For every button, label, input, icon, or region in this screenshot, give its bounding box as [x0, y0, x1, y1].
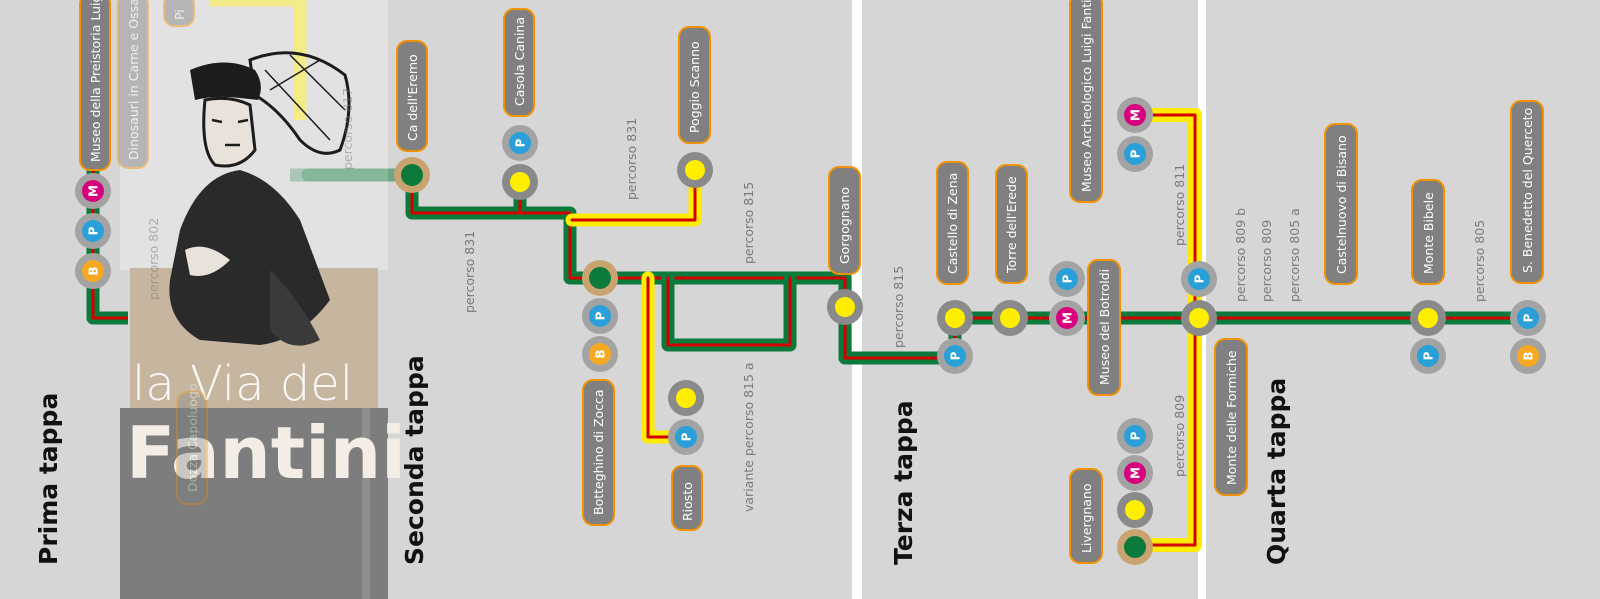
- station-poggio-scanno[interactable]: [677, 152, 713, 188]
- place-label-dinosauri[interactable]: Dinosauri in Carne e Ossa: [117, 0, 149, 169]
- station-ca-eremo[interactable]: [394, 157, 430, 193]
- parking-icon: [937, 338, 973, 374]
- route-label: variante percorso 815 a: [741, 362, 756, 512]
- place-label-castelnuovo-bisano[interactable]: Castelnuovo di Bisano: [1324, 123, 1358, 285]
- place-label-gorgognano[interactable]: Gorgognano: [828, 166, 861, 275]
- bus-stop-icon: [75, 253, 111, 289]
- museum-icon: [1117, 97, 1153, 133]
- svg-text:Dinosauri in Carne e Ossa: Dinosauri in Carne e Ossa: [126, 0, 141, 160]
- place-label-monte-formiche[interactable]: Monte delle Formiche: [1214, 338, 1248, 496]
- place-label-monte-bibele[interactable]: Monte Bibele: [1411, 179, 1445, 285]
- parking-icon: [1117, 418, 1153, 454]
- place-label-torre-erede[interactable]: Torre dell'Erede: [995, 164, 1028, 284]
- station-casola-canina[interactable]: [502, 164, 538, 200]
- station-livergnano[interactable]: [1117, 529, 1153, 565]
- svg-text:Museo Archeologico Luigi Fanti: Museo Archeologico Luigi Fantini: [1079, 0, 1094, 192]
- place-label-botteghino-zocca[interactable]: Botteghino di Zocca: [582, 379, 615, 526]
- place-label-ca-eremo[interactable]: Ca dell'Eremo: [396, 40, 428, 152]
- route-label: percorso 805 a: [1287, 208, 1302, 302]
- portrait-illustration: [169, 51, 351, 346]
- museum-icon: [75, 173, 111, 209]
- bus-stop-icon: [1510, 338, 1546, 374]
- parking-icon: [1049, 261, 1085, 297]
- trail-line: [666, 276, 792, 347]
- svg-text:Castello di Zena: Castello di Zena: [945, 173, 960, 274]
- route-label: percorso 815: [891, 266, 906, 348]
- svg-text:Casola Canina: Casola Canina: [512, 17, 527, 106]
- place-label-poggio-scanno[interactable]: Poggio Scanno: [678, 26, 711, 144]
- station-castello-zena[interactable]: [937, 300, 973, 336]
- stage-title-terza: Terza tappa: [889, 400, 918, 565]
- route-label: percorso 817: [340, 88, 355, 170]
- logo-panel: la Via del Fantini: [120, 0, 406, 599]
- svg-text:Gorgognano: Gorgognano: [837, 187, 852, 264]
- parking-icon: [582, 298, 618, 334]
- parking-icon: [75, 213, 111, 249]
- route-label: percorso 831: [624, 118, 639, 200]
- svg-text:Livergnano: Livergnano: [1079, 483, 1094, 553]
- route-label: percorso 811: [1172, 164, 1187, 246]
- svg-text:Monte delle Formiche: Monte delle Formiche: [1224, 350, 1239, 485]
- station-monte-formiche[interactable]: [1181, 300, 1217, 336]
- place-label-dozza[interactable]: Dozza Capoluogo: [176, 383, 208, 505]
- place-label-castello-zena[interactable]: Castello di Zena: [936, 161, 969, 285]
- svg-text:Museo della Preistoria Luigi: Museo della Preistoria Luigi: [88, 0, 103, 162]
- museum-icon: [1117, 455, 1153, 491]
- svg-text:Poggio Scanno: Poggio Scanno: [687, 41, 702, 133]
- svg-text:Castelnuovo di Bisano: Castelnuovo di Bisano: [1334, 135, 1349, 274]
- parking-icon: [1181, 261, 1217, 297]
- route-label: percorso 802: [146, 218, 161, 300]
- route-label: percorso 809: [1172, 395, 1187, 477]
- route-label: percorso 805: [1472, 220, 1487, 302]
- stage-title-seconda: Seconda tappa: [400, 355, 429, 565]
- parking-icon: [1510, 300, 1546, 336]
- logo-line-2: Fantini: [126, 411, 406, 495]
- logo-line-1: la Via del: [132, 356, 353, 412]
- svg-text:Museo del Botroldi: Museo del Botroldi: [1097, 269, 1112, 385]
- station-monte-bibele[interactable]: [1410, 300, 1446, 336]
- station-botteghino-zocca[interactable]: [582, 260, 618, 296]
- place-label-casola-canina[interactable]: Casola Canina: [503, 8, 535, 117]
- stage-title-prima: Prima tappa: [34, 393, 63, 565]
- svg-text:Monte Bibele: Monte Bibele: [1421, 192, 1436, 274]
- bus-stop-icon: [582, 336, 618, 372]
- place-label-riosto[interactable]: Riosto: [671, 465, 703, 531]
- route-label: percorso 809: [1259, 220, 1274, 302]
- route-label: percorso 815: [741, 182, 756, 264]
- route-label: percorso 831: [462, 231, 477, 313]
- place-label-pi[interactable]: Pi: [163, 0, 195, 27]
- place-label-museo-preistoria[interactable]: Museo della Preistoria Luigi: [79, 0, 111, 171]
- svg-text:Botteghino di Zocca: Botteghino di Zocca: [591, 389, 606, 515]
- stage-title-quarta: Quarta tappa: [1262, 378, 1291, 565]
- place-label-livergnano[interactable]: Livergnano: [1069, 468, 1103, 564]
- place-label-museo-botroldi[interactable]: Museo del Botroldi: [1087, 259, 1121, 396]
- station-gorgognano[interactable]: [827, 289, 863, 325]
- parking-icon: [502, 125, 538, 161]
- route-label: percorso 809 b: [1233, 208, 1248, 302]
- place-label-museo-archeologico[interactable]: Museo Archeologico Luigi Fantini: [1069, 0, 1103, 203]
- museum-icon: [1049, 300, 1085, 336]
- svg-text:Torre dell'Erede: Torre dell'Erede: [1004, 176, 1019, 274]
- station-riosto-upper[interactable]: [668, 380, 704, 416]
- station-torre-erede[interactable]: [992, 300, 1028, 336]
- parking-icon: [1410, 338, 1446, 374]
- svg-text:Riosto: Riosto: [680, 482, 695, 521]
- parking-icon: [1117, 136, 1153, 172]
- place-label-san-benedetto[interactable]: S. Benedetto del Querceto: [1510, 100, 1544, 284]
- svg-text:Dozza Capoluogo: Dozza Capoluogo: [185, 383, 200, 492]
- station-livergnano-upper[interactable]: [1117, 492, 1153, 528]
- trail-line-yellow: [210, 0, 307, 120]
- svg-text:Ca dell'Eremo: Ca dell'Eremo: [405, 54, 420, 141]
- parking-icon: [668, 419, 704, 455]
- svg-text:S. Benedetto del Querceto: S. Benedetto del Querceto: [1520, 108, 1535, 273]
- svg-text:Pi: Pi: [172, 9, 187, 20]
